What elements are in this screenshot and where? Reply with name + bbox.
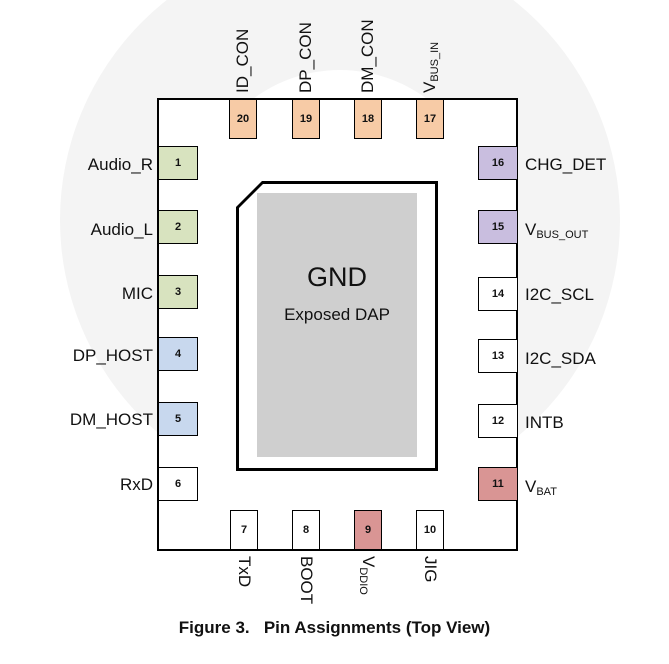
pin-label-vbus-in: VBUS_IN [420,41,441,93]
pin-4: 4 [158,337,198,371]
pin-number: 19 [299,113,313,125]
pin-number: 14 [491,288,505,300]
pin-label-intb: INTB [525,413,564,432]
pin-17: 17 [416,99,444,139]
pin-6: 6 [158,467,198,501]
pin-number: 17 [423,113,437,125]
pin-number: 3 [174,286,182,298]
pin-2: 2 [158,210,198,244]
pin-1: 1 [158,146,198,180]
pin-label-txd: TxD [235,556,254,588]
pin-label-audio-r: Audio_R [87,155,153,174]
pin-9: 9 [354,510,382,550]
pin-14: 14 [478,277,518,311]
pin-number: 11 [492,478,504,490]
pin-label-vbus-out: VBUS_OUT [525,220,589,241]
dap-label: Exposed DAP [284,305,390,324]
pin-number: 1 [174,157,182,169]
pin-label-i2c-scl: I2C_SCL [525,285,594,304]
pin-15: 15 [478,210,518,244]
pin-label-boot: BOOT [297,556,316,605]
pin-number: 7 [240,524,248,536]
pin-number: 4 [174,348,182,360]
pin-number: 16 [491,157,505,169]
pin-label-audio-l: Audio_L [90,220,153,239]
figure-caption: Figure 3. Pin Assignments (Top View) [178,618,491,637]
pin-label-dm-host: DM_HOST [69,410,153,429]
pin-number: 8 [302,524,310,536]
pin-label-vddio: VDDIO [357,556,378,595]
pin-label-i2c-sda: I2C_SDA [525,349,596,368]
pin-16: 16 [478,146,518,180]
pin-number: 9 [364,524,372,536]
pin-number: 6 [174,478,182,490]
pin-label-dp-con: DP_CON [296,22,315,93]
pin-label-mic: MIC [121,284,153,303]
pin-10: 10 [416,510,444,550]
package-outline [157,98,518,551]
pin-number: 5 [174,413,182,425]
pin-number: 15 [491,221,505,233]
pin-label-id-con: ID_CON [233,28,252,93]
pin-number: 18 [361,113,375,125]
pin-7: 7 [230,510,258,550]
pin-12: 12 [478,404,518,438]
pin-label-dp-host: DP_HOST [72,346,153,365]
exposed-dap-pad [257,193,417,457]
pin-20: 20 [229,99,257,139]
pin-label-vbat: VBAT [525,477,557,498]
pin-number: 12 [491,415,505,427]
pin-label-jig: JIG [421,556,440,583]
pin-11: 11 [478,467,518,501]
pin-13: 13 [478,339,518,373]
pin-number: 2 [174,221,182,233]
pin-number: 20 [236,113,250,125]
pin-18: 18 [354,99,382,139]
pin-8: 8 [292,510,320,550]
pin-label-chg-det: CHG_DET [525,155,607,174]
pin-19: 19 [292,99,320,139]
pin-number: 13 [491,350,505,362]
pin-label-dm-con: DM_CON [358,19,377,93]
pin-label-rxd: RxD [119,475,153,494]
pin-3: 3 [158,275,198,309]
pin-number: 10 [423,524,437,536]
gnd-label: GND [307,262,367,292]
pin-5: 5 [158,402,198,436]
